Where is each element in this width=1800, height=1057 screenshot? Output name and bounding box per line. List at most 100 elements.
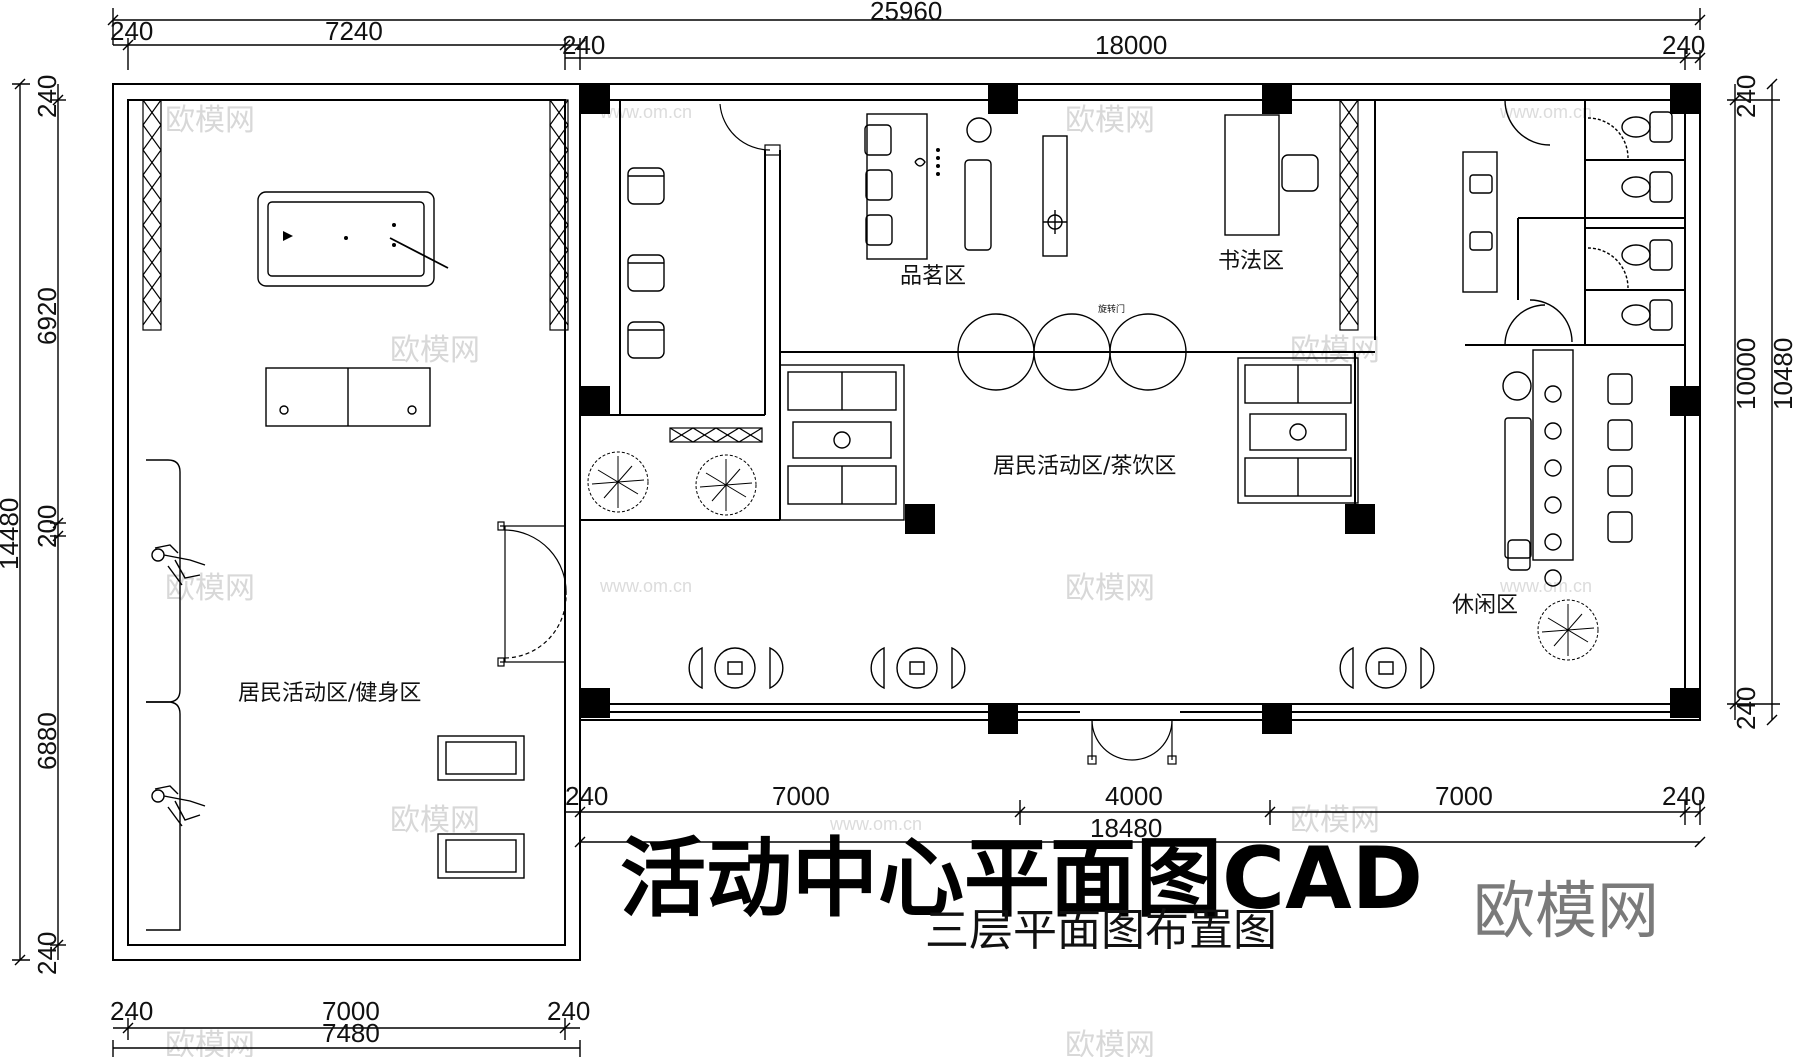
cafe-table [688,646,784,690]
zone-label-fitness: 居民活动区/健身区 [238,681,421,706]
revolving-door-label: 旋转门 [1098,303,1125,315]
dim-top-right: 240 [1662,30,1705,60]
dim-left-b: 6920 [32,287,62,345]
dim-right-b: 10000 [1731,338,1761,410]
table-tennis-table [265,367,431,427]
armchair [627,321,665,359]
calligraphy-bench [1042,135,1068,257]
plant [1537,599,1599,661]
dim-bot-c: 240 [547,996,590,1026]
dim-top-mid-a: 240 [562,30,605,60]
toilet [1621,239,1673,271]
watermark-6: 欧模网 [1065,571,1155,606]
dim-mid-a: 240 [565,781,608,811]
dim-top-left-a: 240 [110,16,153,46]
lattice-screen-right [549,99,569,331]
restroom [1462,99,1685,346]
watermark-url-3: www.om.cn [599,576,692,596]
watermark-url-4: www.om.cn [1499,576,1592,596]
dim-left-a: 240 [32,75,62,118]
cafe-table [870,646,966,690]
watermark-url-2: www.om.cn [1499,102,1592,122]
watermark-10: 欧模网 [1065,1028,1155,1057]
column [580,688,610,718]
bench [146,459,181,703]
column [988,84,1018,114]
watermark-5: 欧模网 [165,571,255,606]
page-title: 活动中心平面图CAD [620,829,1423,929]
column [580,84,610,114]
dim-left-total: 14480 [0,498,24,570]
column [1670,688,1700,718]
calligraphy-desk [1224,114,1319,236]
watermark-4: 欧模网 [1290,333,1380,368]
columns [580,84,1700,734]
column [988,704,1018,734]
dim-mid-total: 18480 [1090,813,1162,843]
zone-label-tea: 居民活动区/茶饮区 [993,454,1176,479]
watermark-2: 欧模网 [1065,103,1155,138]
double-door [497,521,567,667]
person-figure [151,544,206,586]
dim-mid-c: 4000 [1105,781,1163,811]
column [905,504,935,534]
column [1262,84,1292,114]
watermark-url-1: www.om.cn [599,102,692,122]
dim-bot-total: 7480 [322,1018,380,1048]
zone-label-calligraphy: 书法区 [1218,249,1284,274]
dim-left-d: 6880 [32,712,62,770]
column [1345,504,1375,534]
cafe-table [1339,646,1435,690]
zone-label-leisure: 休闲区 [1452,593,1518,618]
dim-top-left-b: 7240 [325,16,383,46]
watermark-1: 欧模网 [165,103,255,138]
watermark-3: 欧模网 [390,333,480,368]
toilet [1621,111,1673,143]
lattice-screen-mid [669,99,1359,443]
leisure-bar [1502,349,1633,587]
dim-right-total: 10480 [1768,338,1798,410]
sofa-set-left [779,364,905,521]
plant [587,451,649,513]
door [719,99,781,156]
dimension-lines [12,8,1780,1057]
dim-top-mid: 18000 [1095,30,1167,60]
armchair [627,167,665,205]
dim-left-c: 200 [32,505,62,548]
watermark-8: 欧模网 [1290,803,1380,838]
activity-hall: 品茗区 书法区 旋转门 [580,99,1685,765]
toilet [1621,299,1673,331]
revolving-door: 旋转门 [957,303,1187,391]
dim-mid-e: 240 [1662,781,1705,811]
tea-tasting-table [864,113,992,260]
page-subtitle: 三层平面图布置图 [925,905,1277,956]
dim-mid-d: 7000 [1435,781,1493,811]
dim-left-e: 240 [32,932,62,975]
dim-right-c: 240 [1731,687,1761,730]
person-figure [151,785,206,827]
dim-bot-b: 7000 [322,996,380,1026]
dim-right-a: 240 [1731,75,1761,118]
dim-top-total: 25960 [870,0,942,26]
zone-label-tea-tasting: 品茗区 [900,264,966,289]
armchair [627,254,665,292]
column [580,386,610,416]
brand-logo-text: 欧模网 [1473,874,1659,947]
sofa-set-right [1237,357,1359,504]
treadmill [437,833,525,879]
dim-bot-a: 240 [110,996,153,1026]
dim-mid-b: 7000 [772,781,830,811]
column [1670,386,1700,416]
entrance-door [1087,719,1177,765]
watermark-7: 欧模网 [390,803,480,838]
treadmill [437,735,525,781]
toilet [1621,171,1673,203]
plant [695,454,757,516]
column [1670,84,1700,114]
pool-table [257,191,449,287]
watermark-9: 欧模网 [165,1028,255,1057]
lattice-screen-left [142,99,162,331]
fitness-area: 居民活动区/健身区 [142,99,569,931]
